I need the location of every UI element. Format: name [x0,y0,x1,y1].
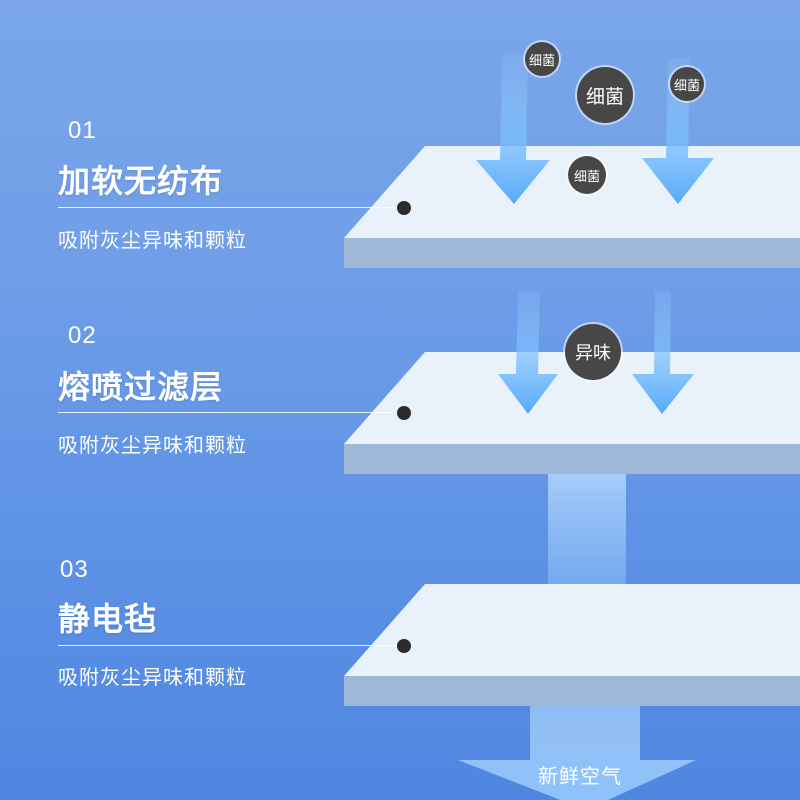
layer-1-number: 01 [68,117,97,145]
layer-1-description: 吸附灰尘异味和颗粒 [58,224,247,253]
bacteria-bubble: 细菌 [568,156,606,194]
layer-3-number: 03 [60,556,89,584]
odor-bubble: 异味 [565,324,621,380]
leader-line [58,207,404,208]
fresh-air-beam [548,472,626,592]
layer-1-title: 加软无纺布 [58,156,223,202]
marker-dot [397,406,411,420]
layer-3-title: 静电毡 [58,594,157,640]
layer-3-description: 吸附灰尘异味和颗粒 [58,661,247,690]
bacteria-bubble: 细菌 [577,67,633,123]
fresh-air-label: 新鲜空气 [538,760,622,789]
layer-2-number: 02 [68,322,97,350]
leader-line [58,412,404,413]
filter-panel-3 [344,584,800,706]
marker-dot [397,639,411,653]
layer-2-description: 吸附灰尘异味和颗粒 [58,429,247,458]
marker-dot [397,201,411,215]
leader-line [58,645,404,646]
bacteria-bubble: 细菌 [670,67,704,101]
layer-2-title: 熔喷过滤层 [58,362,223,408]
bacteria-bubble: 细菌 [525,42,559,76]
